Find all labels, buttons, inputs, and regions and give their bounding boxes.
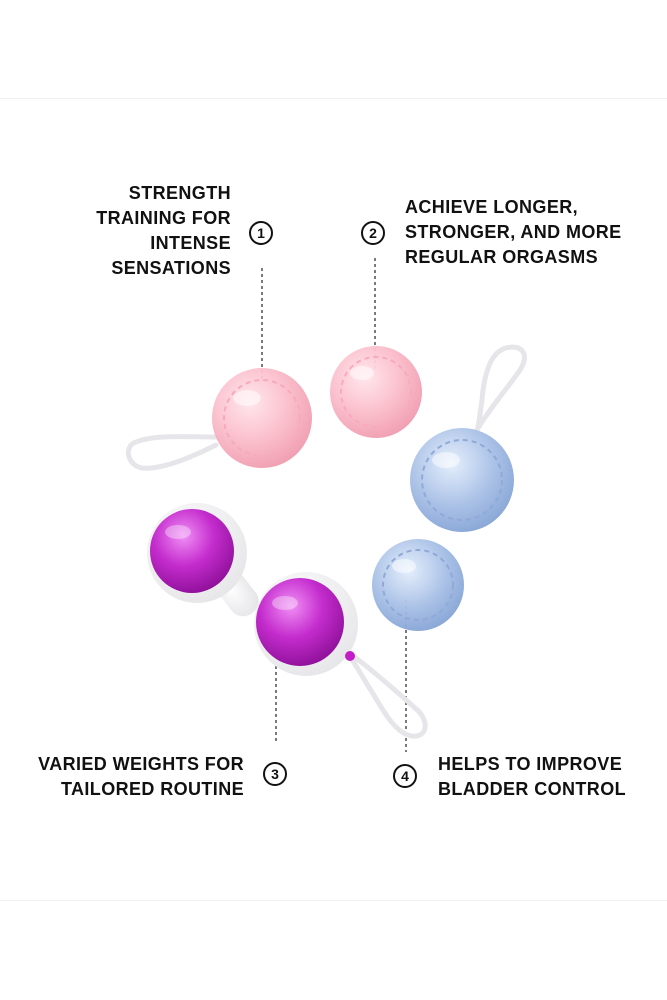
numbered-circle-icon: 2: [361, 221, 385, 245]
blue-ball-large: [410, 344, 527, 532]
numbered-circle-icon: 1: [249, 221, 273, 245]
bottom-divider: [0, 900, 667, 901]
pink-ball-large: [125, 368, 312, 471]
feature-1-text: STRENGTH TRAINING FOR INTENSE SENSATIONS: [96, 183, 231, 278]
numbered-circle-icon: 3: [263, 762, 287, 786]
feature-3-text: VARIED WEIGHTS FOR TAILORED ROUTINE: [38, 754, 244, 799]
feature-2-text: ACHIEVE LONGER, STRONGER, AND MORE REGUL…: [405, 197, 622, 267]
purple-duo-balls: [147, 503, 428, 739]
numbered-circle-icon: 4: [393, 764, 417, 788]
pink-ball-small: [330, 346, 422, 438]
top-divider: [0, 98, 667, 99]
feature-4-text: HELPS TO IMPROVE BLADDER CONTROL: [438, 754, 626, 799]
blue-ball-small: [372, 539, 464, 631]
